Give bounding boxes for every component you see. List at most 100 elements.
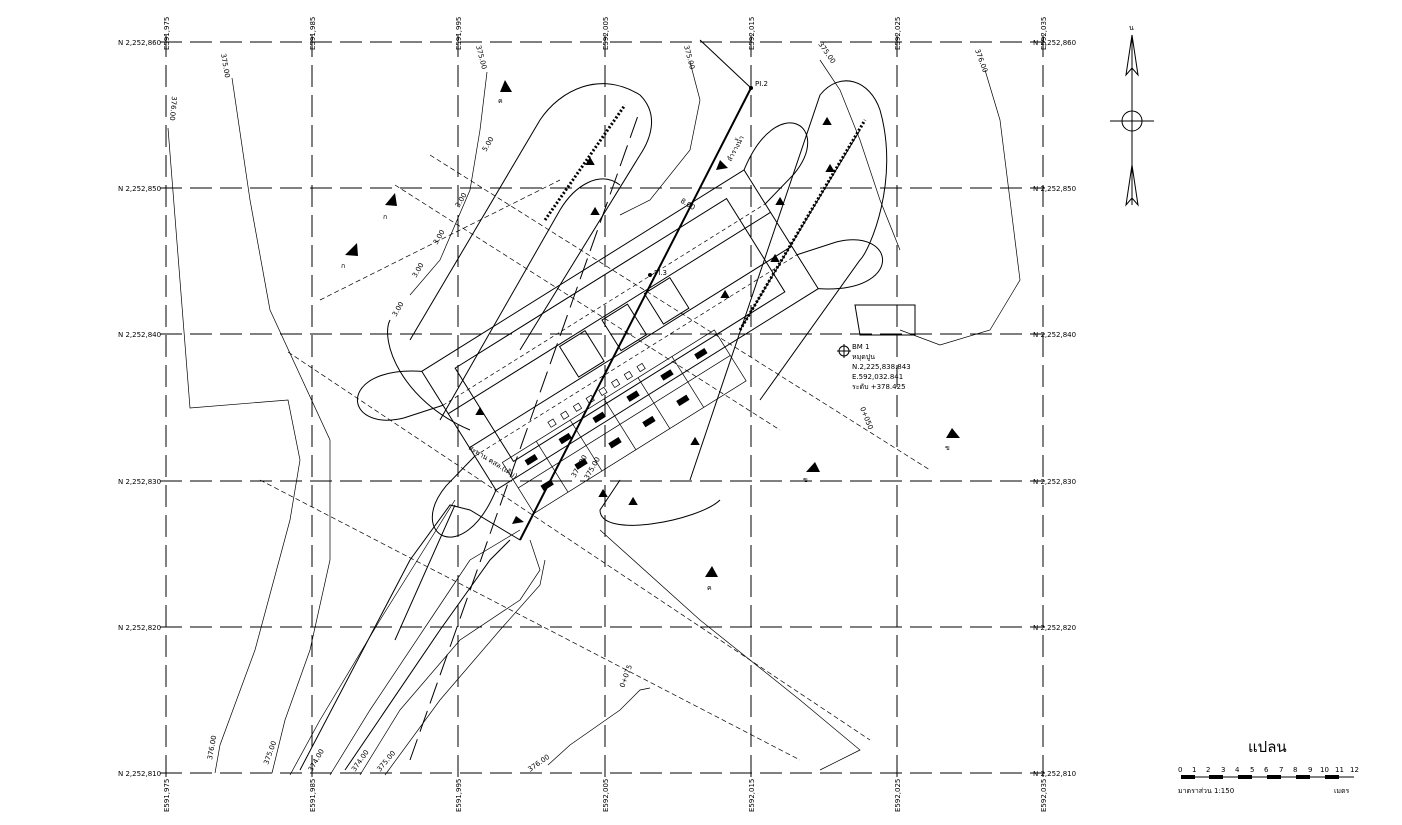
plan-legend: แปลน 0 1 2 3 4 5 6 7 8 9 10 11 12 มาตราส… — [1178, 738, 1359, 795]
section-label: ก — [383, 213, 387, 221]
northing-labels-left: N 2,252,860 N 2,252,850 N 2,252,840 N 2,… — [118, 39, 161, 778]
dimension-labels: 5.00 3.00 3.00 3.00 3.00 8.00 — [391, 135, 697, 318]
bm-name: BM 1 — [852, 343, 870, 351]
coordinate-grid — [160, 35, 1045, 780]
bm-desc: หมุดปูน — [852, 353, 875, 361]
north-arrow: น — [1110, 24, 1154, 207]
bm-north: N.2,225,838.843 — [852, 363, 911, 371]
contour-label: 375.00 — [262, 740, 278, 766]
dim-label: 3.00 — [391, 300, 406, 318]
station-label: 0+050 — [858, 406, 874, 431]
scale-tick: 11 — [1335, 766, 1344, 774]
easting-label: E591,995 — [455, 779, 463, 812]
scale-tick: 12 — [1350, 766, 1359, 774]
northing-label: N 2,252,820 — [118, 624, 161, 632]
section-markers: ก ก ข ข ค ค — [341, 80, 960, 592]
bridge-structure — [356, 122, 884, 538]
contour-label: 375.00 — [682, 44, 696, 70]
contour-label: 374.00 — [350, 748, 371, 773]
bm-elev: ระดับ +378.425 — [852, 383, 906, 391]
easting-label: E591,985 — [309, 779, 317, 812]
scale-tick: 9 — [1308, 766, 1312, 774]
approach-road — [299, 109, 641, 771]
riprap-mark: ⛰ — [628, 494, 638, 508]
riprap-mark: ⛰ — [822, 114, 832, 128]
station-label: 0+075 — [618, 664, 634, 689]
section-label: ข — [945, 444, 950, 452]
easting-label: E592,025 — [894, 779, 902, 812]
contour-label: 375.00 — [375, 749, 397, 773]
scale-tick: 3 — [1221, 766, 1225, 774]
easting-labels-top: E591,975 E591,985 E591,995 E592,005 E592… — [163, 17, 1048, 50]
easting-label: E592,015 — [748, 779, 756, 812]
contour-label: 375.00 — [474, 44, 488, 70]
section-label: ค — [707, 584, 712, 592]
northing-label: N 2,252,830 — [1033, 478, 1076, 486]
easting-label: E591,975 — [163, 17, 171, 50]
pi2-label: PI.2 — [755, 80, 768, 88]
northing-label: N 2,252,850 — [1033, 185, 1076, 193]
contour-label: 376.00 — [168, 96, 178, 121]
northing-label: N 2,252,840 — [118, 331, 161, 339]
riprap-mark: ⛰ — [825, 161, 835, 175]
riprap-mark: ⛰ — [775, 194, 785, 208]
northing-labels-right: N 2,252,860 N 2,252,850 N 2,252,840 N 2,… — [1033, 39, 1076, 778]
easting-label: E592,015 — [748, 17, 756, 50]
scale-tick: 10 — [1320, 766, 1329, 774]
stream-lines — [259, 154, 931, 761]
easting-label: E592,005 — [602, 17, 610, 50]
section-label: ก — [341, 262, 345, 270]
contour-label: 376.00 — [973, 48, 989, 74]
contour-lines — [167, 59, 1021, 776]
northing-label: N 2,252,820 — [1033, 624, 1076, 632]
easting-label: E592,025 — [894, 17, 902, 50]
pi3-label: PI.3 — [654, 269, 667, 277]
contour-label: 375.00 — [219, 53, 231, 79]
scale-tick: 1 — [1192, 766, 1196, 774]
easting-label: E591,995 — [455, 17, 463, 50]
easting-label: E592,035 — [1040, 17, 1048, 50]
plan-title: แปลน — [1248, 738, 1287, 756]
riprap-mark: ⛰ — [590, 204, 600, 218]
northing-label: N 2,252,810 — [118, 770, 161, 778]
contour-label: 375.00 — [816, 41, 837, 66]
dim-label: 3.00 — [411, 261, 426, 279]
easting-label: E591,975 — [163, 779, 171, 812]
section-label: ข — [803, 476, 808, 484]
easting-label: E591,985 — [309, 17, 317, 50]
northing-label: N 2,252,850 — [118, 185, 161, 193]
scale-tick: 5 — [1250, 766, 1254, 774]
riprap-mark: ⛰ — [770, 251, 780, 265]
contour-label: 376.00 — [527, 753, 552, 774]
dim-label: 3.00 — [454, 191, 469, 209]
riprap-mark: ⛰ — [598, 486, 608, 500]
easting-label: E592,035 — [1040, 779, 1048, 812]
riprap-mark: ⛰ — [475, 404, 485, 418]
northing-label: N 2,252,860 — [118, 39, 161, 47]
northing-label: N 2,252,860 — [1033, 39, 1076, 47]
scale-tick: 2 — [1206, 766, 1210, 774]
bm-east: E.592,032.841 — [852, 373, 903, 381]
scale-tick: 7 — [1279, 766, 1283, 774]
riprap-symbols: ⛰ ⛰ ⛰ ⛰ ⛰ ⛰ ⛰ ⛰ ⛰ ⛰ ⛰ — [475, 114, 835, 508]
crossing-label: สะพาน คสล.(เดิม) — [467, 444, 519, 481]
contour-label: 376.00 — [206, 735, 218, 761]
riprap-mark: ⛰ — [690, 434, 700, 448]
easting-labels-bottom: E591,975 E591,985 E591,995 E592,005 E592… — [163, 779, 1048, 812]
dim-label: 3.00 — [432, 228, 447, 246]
channel-outlines — [387, 39, 916, 541]
northing-label: N 2,252,840 — [1033, 331, 1076, 339]
scale-tick: 6 — [1264, 766, 1269, 774]
survey-points: PI.2 PI.3 — [648, 80, 768, 277]
dim-label: 5.00 — [481, 135, 496, 153]
north-label: น — [1129, 24, 1134, 32]
section-label: ค — [498, 97, 503, 105]
northing-label: N 2,252,830 — [118, 478, 161, 486]
riprap-mark: ⛰ — [720, 287, 730, 301]
northing-label: N 2,252,810 — [1033, 770, 1076, 778]
riprap-mark: ⛰ — [585, 154, 595, 168]
benchmark: BM 1 หมุดปูน N.2,225,838.843 E.592,032.8… — [837, 343, 911, 391]
scale-tick: 4 — [1235, 766, 1240, 774]
scale-unit: เมตร — [1334, 787, 1350, 795]
